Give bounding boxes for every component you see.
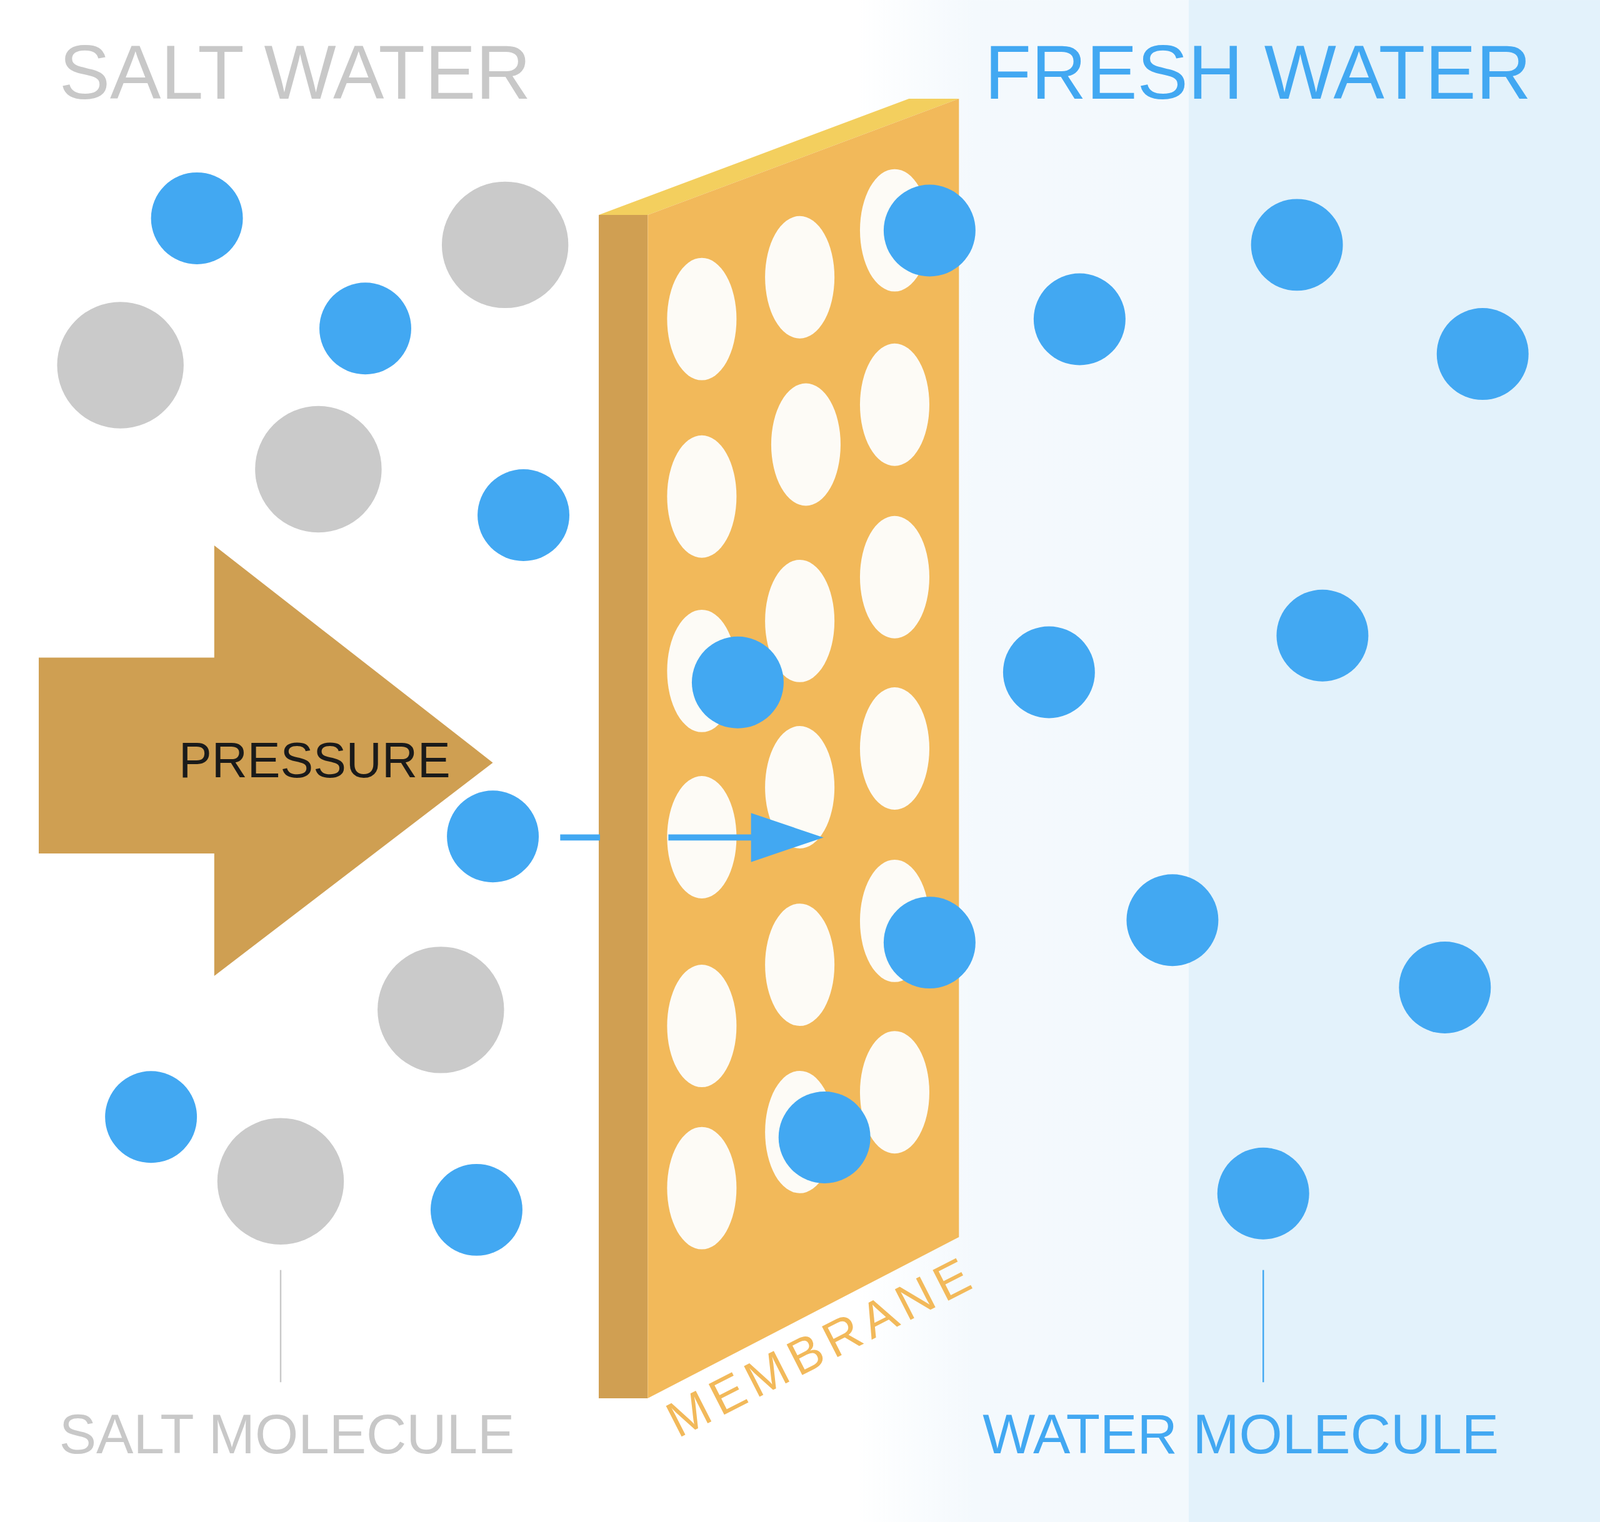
- salt-molecule: [217, 1118, 344, 1245]
- water-molecule: [151, 172, 244, 265]
- pressure-arrow: PRESSURE: [38, 545, 494, 977]
- water-molecule: [105, 1071, 197, 1164]
- water-molecule: [446, 790, 539, 883]
- water-molecule: [1003, 626, 1095, 719]
- water-molecule: [778, 1091, 871, 1184]
- node-outline: [598, 98, 980, 1459]
- membrane-pore: [860, 516, 930, 639]
- salt-molecule: [441, 181, 569, 309]
- membrane-pore: [667, 1127, 737, 1250]
- water-molecule: [1217, 1148, 1310, 1240]
- passing-molecules: [691, 185, 976, 1184]
- water-molecule: [1126, 874, 1219, 967]
- membrane-pore: [765, 216, 835, 339]
- arrow-shape: [38, 545, 494, 977]
- water-molecule: [883, 896, 976, 989]
- water-molecule: [430, 1164, 523, 1257]
- membrane-pore: [860, 687, 930, 810]
- flow-arrow: [668, 835, 760, 842]
- arrow-head: [751, 813, 824, 862]
- membrane-side: [598, 215, 648, 1399]
- salt-molecule: [255, 406, 382, 533]
- membrane-pore: [667, 965, 737, 1088]
- membrane-face: [648, 98, 960, 1399]
- salt-molecule: [56, 301, 184, 429]
- fresh-water-band: [1188, 0, 1600, 1522]
- membrane-panel: MEMBRANE: [598, 98, 980, 1459]
- flow-arrow: [560, 835, 600, 842]
- membrane-pore: [667, 435, 737, 559]
- water-molecule: [1436, 308, 1529, 400]
- membrane-pore: [765, 904, 835, 1027]
- water-molecule: [883, 185, 976, 277]
- arrow-label: PRESSURE: [178, 735, 451, 785]
- water-molecule: [1033, 273, 1126, 366]
- region-title: FRESH WATER: [985, 34, 1532, 111]
- water-molecule: [1398, 941, 1491, 1034]
- callout-label: SALT MOLECULE: [59, 1406, 515, 1463]
- leader-line: [280, 1270, 282, 1384]
- water-molecule: [477, 469, 570, 562]
- membrane-pore: [860, 1031, 930, 1155]
- leader-line: [1262, 1270, 1264, 1384]
- callout-label: WATER MOLECULE: [982, 1406, 1499, 1463]
- membrane-pore: [860, 343, 930, 467]
- water-molecule: [319, 282, 412, 375]
- water-molecule: [1276, 590, 1369, 682]
- salt-molecule: [377, 946, 504, 1074]
- region-title: SALT WATER: [59, 34, 532, 111]
- water-molecule: [1251, 198, 1344, 291]
- membrane-pore: [771, 383, 841, 507]
- membrane-pore: [667, 258, 737, 381]
- water-molecule: [691, 636, 784, 729]
